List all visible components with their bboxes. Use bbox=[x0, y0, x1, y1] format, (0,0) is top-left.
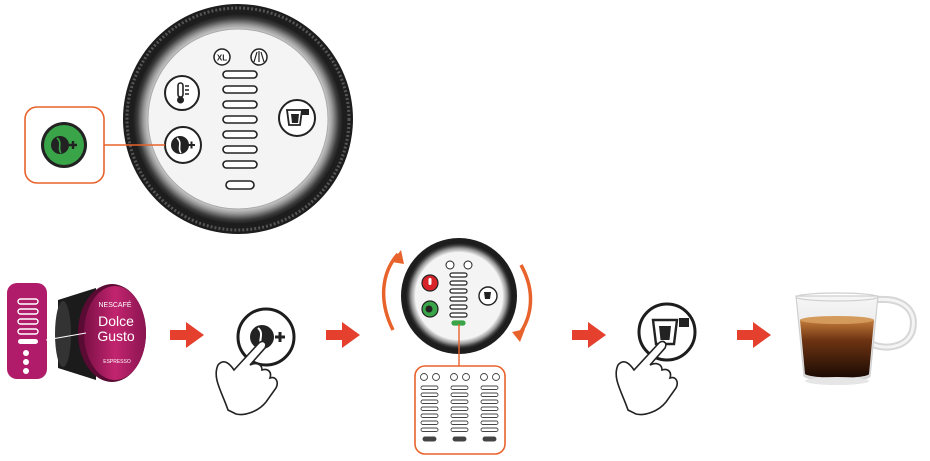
rotate-arrow-right bbox=[516, 264, 533, 338]
arrow-3 bbox=[572, 322, 606, 348]
arrow-1 bbox=[170, 322, 204, 348]
capsule-name-2: Gusto bbox=[97, 328, 135, 344]
arrow-2 bbox=[326, 322, 360, 348]
level-chart-column-1 bbox=[420, 385, 439, 442]
espresso-cup bbox=[795, 292, 917, 385]
capsule-variety: ESPRESSO bbox=[103, 359, 131, 365]
capsule bbox=[45, 284, 146, 382]
rotate-arrow-left bbox=[381, 252, 400, 331]
capsule-name-1: Dolce bbox=[98, 313, 134, 329]
pointing-hand-icon-2 bbox=[615, 340, 678, 416]
xl-label: XL bbox=[217, 54, 227, 63]
arrow-4 bbox=[737, 322, 771, 348]
pointing-hand-icon bbox=[215, 340, 278, 416]
thermo-icon bbox=[164, 75, 200, 111]
level-bars bbox=[222, 70, 258, 190]
level-chart-columns bbox=[420, 373, 500, 381]
capsule-brand: NESCAFÉ bbox=[98, 300, 131, 309]
xl-button bbox=[213, 48, 231, 66]
small-level-bars bbox=[449, 272, 468, 326]
capsule-info-card bbox=[7, 283, 47, 379]
